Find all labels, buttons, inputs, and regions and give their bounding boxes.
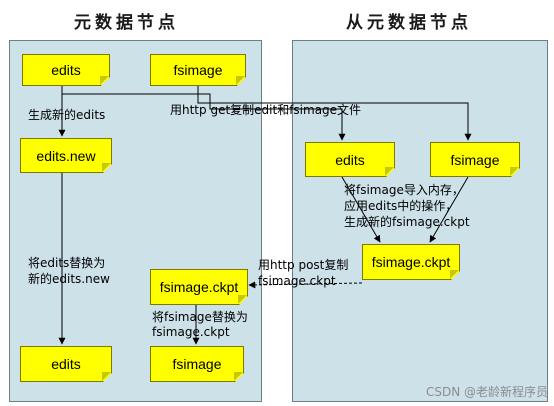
primary-namenode-panel <box>9 40 262 402</box>
note-fold <box>385 167 394 176</box>
secondary-namenode-title: 从元数据节点 <box>346 13 472 33</box>
edits-bottom-note: edits <box>20 346 112 382</box>
note-text: fsimage <box>172 356 222 372</box>
note-fold <box>102 163 111 172</box>
replace-fsimage-label-line1: 将fsimage替换为 <box>152 310 248 324</box>
note-text: edits <box>335 152 365 168</box>
note-fold <box>234 372 243 381</box>
note-text: fsimage.ckpt <box>371 254 451 270</box>
import-label-line3: 生成新的fsimage.ckpt <box>344 215 470 229</box>
gen-new-edits-label: 生成新的edits <box>28 108 106 122</box>
import-label-line2: 应用edits中的操作， <box>344 199 458 213</box>
note-text: edits <box>51 62 81 78</box>
http-post-label-line2: fsimage.ckpt <box>258 274 336 288</box>
csdn-watermark: CSDN @老龄新程序员 <box>425 385 548 399</box>
replace-fsimage-label-line2: fsimage.ckpt <box>152 325 230 339</box>
note-fold <box>510 167 519 176</box>
note-text: fsimage <box>450 152 500 168</box>
arrow-http-get-fsimage <box>197 86 472 141</box>
arrow-http-get-edits <box>62 93 346 141</box>
secondary-edits-note: edits <box>305 142 395 177</box>
http-post-label-line1: 用http post复制 <box>258 258 349 272</box>
secondary-fsimage-ckpt-note: fsimage.ckpt <box>362 244 460 280</box>
note-text: fsimage <box>173 62 223 78</box>
arrow-edits-to-ckpt <box>341 176 381 243</box>
replace-edits-label-line2: 新的edits.new <box>28 272 110 286</box>
import-label-line1: 将fsimage导入内存， <box>344 183 464 197</box>
note-fold <box>238 295 247 304</box>
http-get-label: 用http get复制edit和fsimage文件 <box>170 103 362 117</box>
secondary-fsimage-note: fsimage <box>430 142 520 177</box>
fsimage-note: fsimage <box>150 54 246 86</box>
note-fold <box>102 372 111 381</box>
note-text: edits <box>51 356 81 372</box>
edits-new-note: edits.new <box>20 138 112 173</box>
arrow-fsimage-to-ckpt <box>429 176 469 243</box>
edits-note: edits <box>22 54 110 86</box>
fsimage-bottom-note: fsimage <box>150 346 244 382</box>
note-fold <box>100 76 109 85</box>
note-text: fsimage.ckpt <box>159 279 239 295</box>
primary-namenode-title: 元数据节点 <box>74 13 179 33</box>
secondary-namenode-panel <box>292 40 548 402</box>
fsimage-ckpt-note: fsimage.ckpt <box>150 269 248 305</box>
replace-edits-label-line1: 将edits替换为 <box>28 256 106 270</box>
note-fold <box>450 270 459 279</box>
arrow-http-post <box>248 281 363 289</box>
note-fold <box>236 76 245 85</box>
note-text: edits.new <box>36 148 96 164</box>
